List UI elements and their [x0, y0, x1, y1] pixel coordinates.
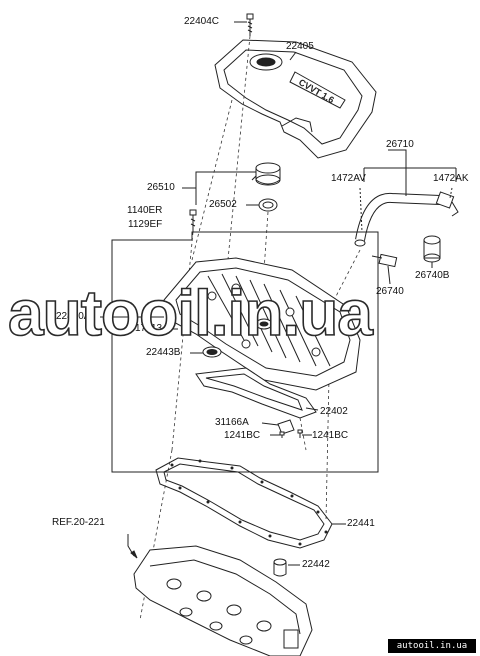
- watermark: autooil.in.ua: [7, 277, 373, 349]
- plug-seal: [273, 558, 287, 577]
- pcv-hose: [423, 235, 441, 263]
- label-oil-cap-assy: 26510: [147, 182, 175, 193]
- label-clamp-right: 1472AK: [433, 173, 469, 184]
- cover-ribs: [207, 273, 331, 367]
- cylinder-head-cover: [163, 257, 361, 391]
- cover-gasket: [155, 457, 333, 549]
- engine-cover: [214, 39, 377, 159]
- label-pcv-hose: 26740B: [415, 270, 450, 281]
- oil-cap-gasket: [258, 198, 278, 212]
- baffle-plate: [195, 367, 317, 419]
- label-plug-seal: 22442: [302, 559, 330, 570]
- label-seal-17113: 17113: [135, 323, 163, 334]
- oil-filler-cap: [255, 162, 281, 186]
- bolt-22404c: [246, 13, 254, 36]
- label-baffle-plate: 22402: [320, 406, 348, 417]
- footer-site-link[interactable]: autooil.in.ua: [388, 639, 476, 653]
- bolt-1140er: [189, 209, 197, 232]
- label-ref: REF.20-221: [52, 517, 105, 528]
- label-bolt-top: 22404C: [184, 16, 220, 27]
- bracket-31166a: [277, 419, 295, 435]
- label-bolt-1129: 1129EF: [128, 219, 163, 230]
- label-bracket-31166: 31166A: [215, 417, 249, 428]
- pcv-valve: [371, 253, 398, 268]
- label-screw-left: 1241BC: [224, 430, 261, 441]
- head-cover-group-frame: [111, 231, 379, 473]
- label-breather-hose: 26710: [386, 139, 414, 150]
- label-clamp-left: 1472AV: [331, 173, 366, 184]
- label-pcv-valve: 26740: [376, 286, 404, 297]
- screw-right: [297, 429, 303, 438]
- label-bolt-1140: 1140ER: [127, 205, 163, 216]
- label-gasket-oil-cap: 26502: [209, 199, 237, 210]
- breather-hose: [354, 191, 459, 247]
- label-seal-22443: 22443B: [146, 347, 181, 358]
- cylinder-head: [133, 545, 313, 656]
- spark-plug-seal: [202, 346, 222, 358]
- screw-left: [279, 431, 285, 438]
- label-engine-cover: 22405: [286, 41, 314, 52]
- label-screw-right: 1241BC: [312, 430, 349, 441]
- label-head-cover: 22410A: [56, 311, 91, 322]
- label-cover-gasket: 22441: [347, 518, 375, 529]
